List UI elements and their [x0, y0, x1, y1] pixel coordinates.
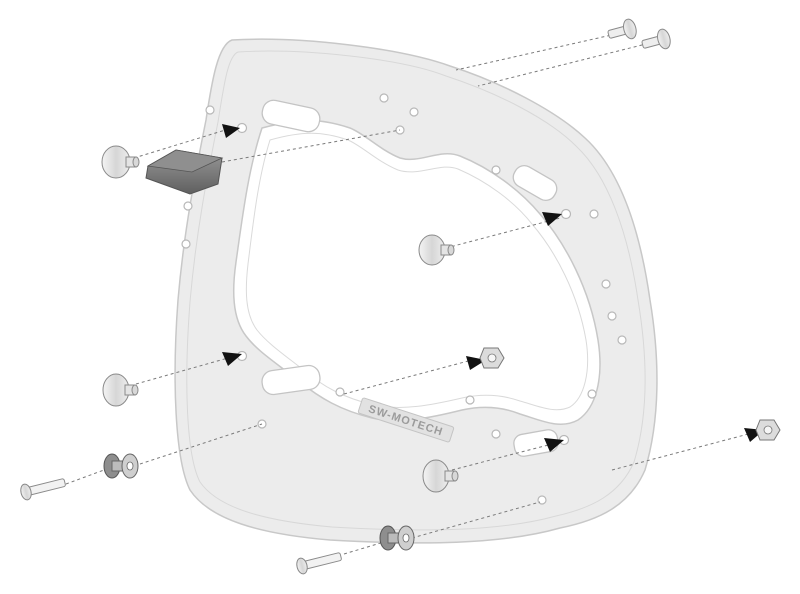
brand-plate — [357, 397, 455, 443]
bolt-part — [607, 18, 637, 40]
frame-holes — [181, 93, 627, 505]
spacer-washer-part — [103, 453, 139, 479]
rubber-pad-block — [145, 149, 224, 195]
side-carrier-frame: SW-MOTECH — [174, 38, 658, 544]
frame-slot — [512, 164, 558, 202]
frame-rim — [186, 50, 646, 531]
long-bolt-part — [296, 552, 342, 575]
arrow-icon — [222, 352, 242, 366]
frame-slot — [513, 429, 559, 457]
knob-part — [418, 234, 455, 266]
arrow-icon — [544, 438, 564, 452]
bolt-part — [641, 28, 671, 50]
knob-part — [422, 459, 459, 493]
frame-slot — [261, 99, 321, 133]
knob-part — [102, 373, 139, 407]
frame-inner-cutout — [232, 119, 601, 425]
arrow-icon — [542, 212, 562, 226]
long-bolt-part — [20, 478, 66, 501]
direction-arrows — [222, 124, 764, 452]
frame-inner-rim — [245, 132, 589, 411]
knob-part — [101, 145, 140, 179]
arrow-icon — [222, 124, 240, 138]
spacer-washer-part — [379, 525, 415, 551]
assembly-lines — [65, 33, 757, 555]
flange-nut-part — [479, 347, 505, 369]
frame-slot — [261, 364, 321, 396]
flange-nut-part — [755, 419, 781, 441]
